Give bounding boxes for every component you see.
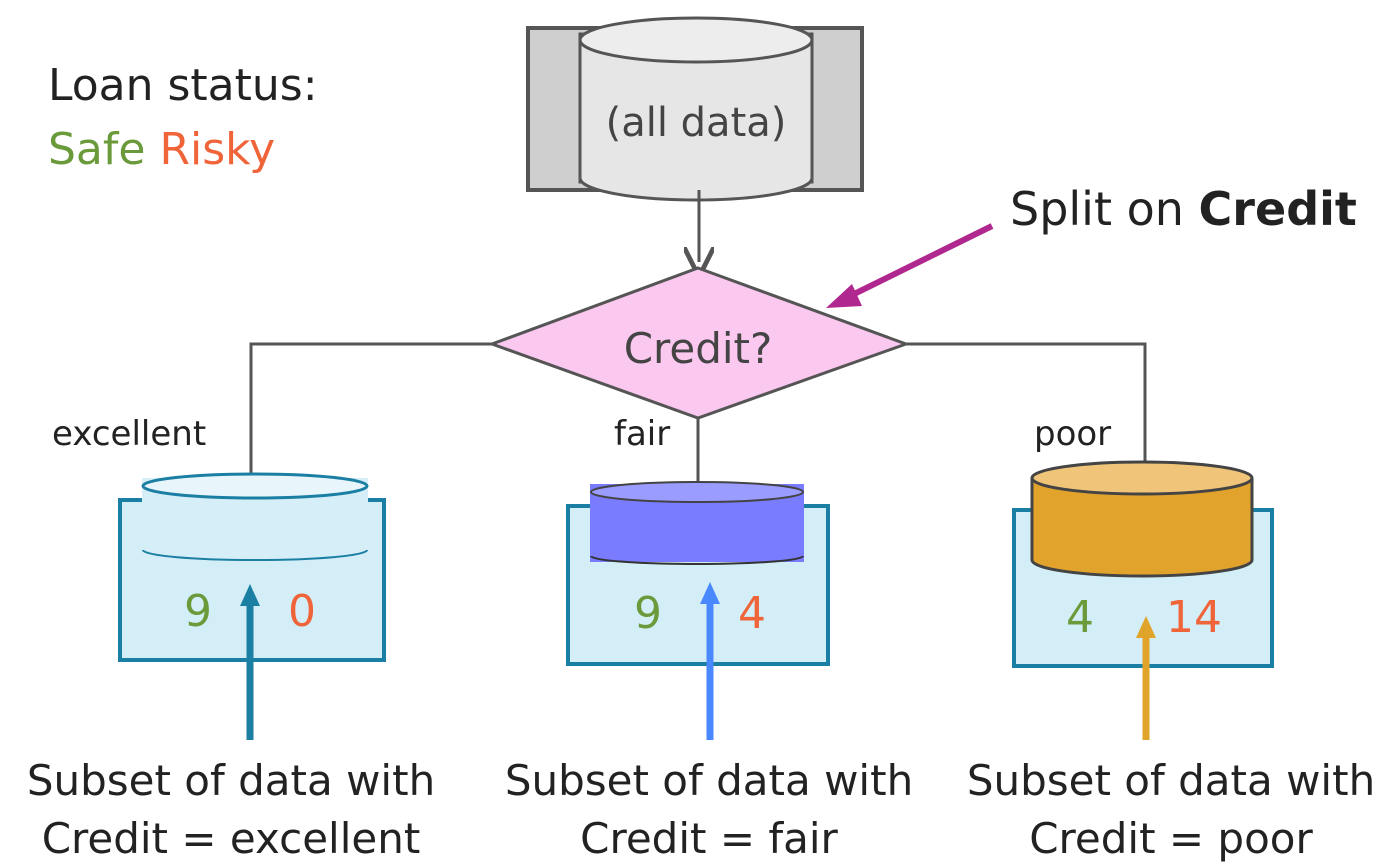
legend: Safe Risky xyxy=(48,124,275,175)
excellent-risky-count: 0 xyxy=(288,586,316,637)
caption-fair: Subset of data with Credit = fair xyxy=(484,752,934,868)
excellent-safe-count: 9 xyxy=(184,586,212,637)
caption-excellent-line1: Subset of data with xyxy=(26,756,436,805)
decision-label: Credit? xyxy=(624,324,773,373)
poor-risky-count: 14 xyxy=(1166,592,1222,643)
branch-label-fair: fair xyxy=(614,414,671,454)
legend-safe-label: Safe xyxy=(48,124,146,175)
branch-line-poor xyxy=(906,342,1147,462)
branch-line-excellent xyxy=(249,342,492,476)
pointer-arrow-fair xyxy=(700,582,720,740)
split-annotation-feature: Credit xyxy=(1198,182,1357,236)
root-data-label: (all data) xyxy=(606,100,787,146)
pointer-arrow-excellent xyxy=(240,584,260,740)
caption-poor-line1: Subset of data with xyxy=(966,756,1376,805)
poor-safe-count: 4 xyxy=(1066,592,1094,643)
branch-label-excellent: excellent xyxy=(52,414,207,454)
decision-node: Credit? xyxy=(487,266,911,420)
fair-risky-count: 4 xyxy=(738,588,766,639)
caption-excellent-line2: Credit = excellent xyxy=(41,814,421,863)
legend-title: Loan status: xyxy=(48,60,318,111)
fair-safe-count: 9 xyxy=(634,588,662,639)
split-annotation: Split on Credit xyxy=(1010,182,1357,236)
pointer-arrow-poor xyxy=(1136,616,1156,740)
legend-risky-label: Risky xyxy=(159,124,276,175)
split-annotation-arrow xyxy=(826,223,994,308)
branch-label-poor: poor xyxy=(1034,414,1112,454)
caption-poor: Subset of data with Credit = poor xyxy=(946,752,1396,868)
root-data-node: (all data) xyxy=(526,16,864,202)
caption-poor-line2: Credit = poor xyxy=(1029,814,1313,863)
caption-excellent: Subset of data with Credit = excellent xyxy=(6,752,456,868)
split-annotation-prefix: Split on xyxy=(1010,182,1199,236)
caption-fair-line2: Credit = fair xyxy=(580,814,838,863)
subset-node-fair: 9 4 xyxy=(566,481,830,666)
caption-fair-line1: Subset of data with xyxy=(504,756,914,805)
